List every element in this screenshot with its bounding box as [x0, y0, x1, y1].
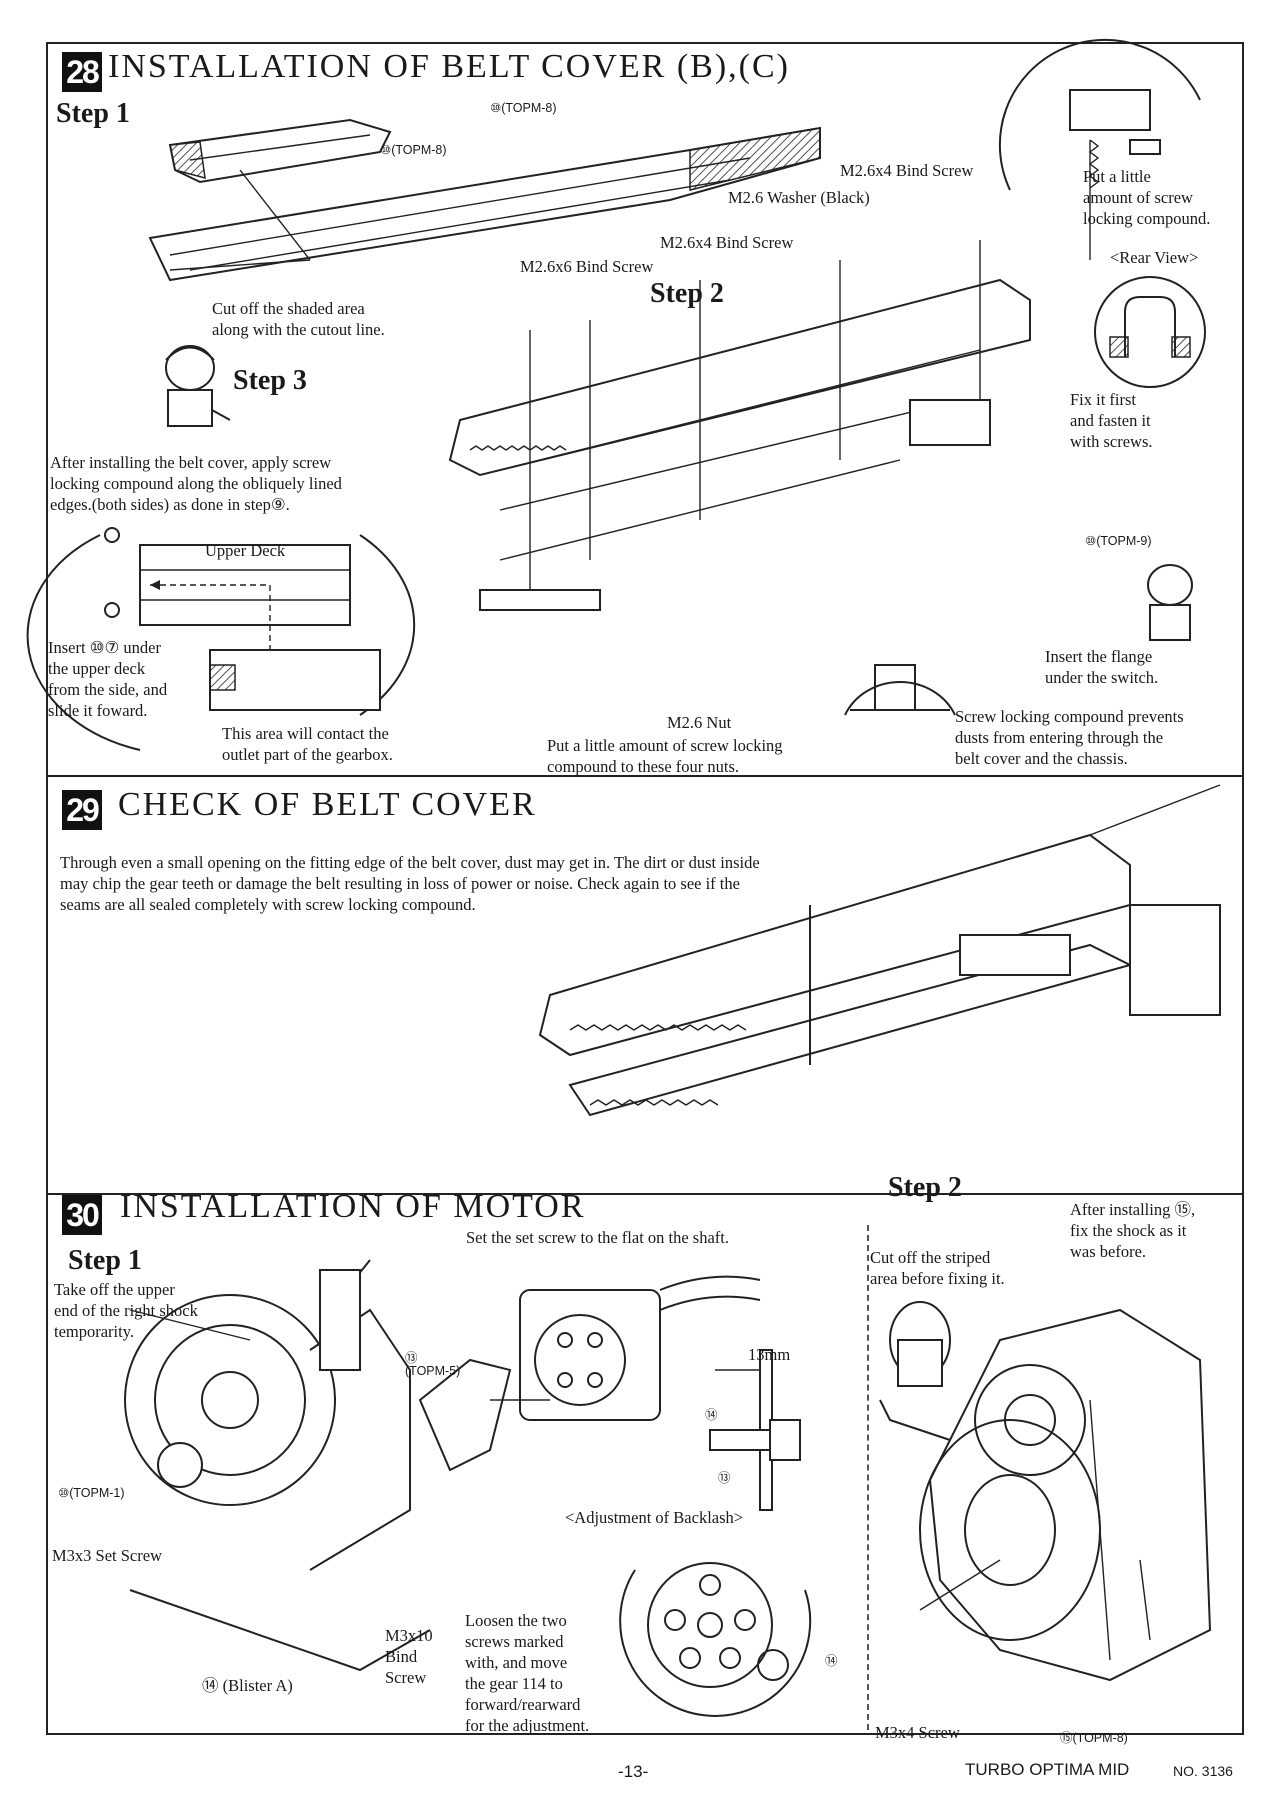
part-106-label: ⑩(TOPM-9) — [1085, 534, 1152, 548]
insert-note-line1: Insert ⑩⑦ under — [48, 638, 161, 657]
part-113-code: (TOPM-5) — [405, 1364, 461, 1378]
section-28-title: INSTALLATION OF BELT COVER (B),(C) — [108, 48, 790, 85]
model-name: TURBO OPTIMA MID — [965, 1760, 1130, 1779]
dust-note-line1: Screw locking compound prevents — [955, 707, 1184, 726]
after-text-3: was before. — [1070, 1242, 1147, 1261]
loosen-text-2: screws marked — [465, 1632, 564, 1651]
sec30-step1-text-1: Take off the upper — [54, 1280, 175, 1299]
page-number: -13- — [618, 1762, 649, 1781]
m26x4-bind-label: M2.6x4 Bind Screw — [840, 161, 974, 180]
part-113b-label: ⑬ — [718, 1471, 731, 1485]
loosen-text-4: the gear 114 to — [465, 1674, 563, 1693]
insert-note-line2: the upper deck — [48, 659, 146, 678]
sec30-step1-text-3: temporarity. — [54, 1322, 135, 1341]
rear-view-label: <Rear View> — [1110, 248, 1199, 267]
step3-text-line3: edges.(both sides) as done in step⑨. — [50, 495, 290, 514]
sec30-step2-heading: Step 2 — [888, 1172, 962, 1203]
motor-installation-drawing — [124, 1259, 801, 1672]
gear-cover-drawing — [879, 1301, 1212, 1682]
lock-note-line1: Put a little — [1083, 167, 1151, 186]
fix-note-line2: and fasten it — [1070, 411, 1151, 430]
after-text-2: fix the shock as it — [1070, 1221, 1187, 1240]
step3-text-line1: After installing the belt cover, apply s… — [50, 453, 332, 472]
fix-note-line3: with screws. — [1070, 432, 1153, 451]
cutoff-text-1: Cut off the striped — [870, 1248, 991, 1267]
upper-deck-detail — [26, 527, 416, 751]
loosen-text-5: forward/rearward — [465, 1695, 581, 1714]
section-divider-29-30 — [46, 1193, 1242, 1195]
part-107-label: ⑩(TOPM-8) — [380, 143, 447, 157]
part-113-label: ⑬ — [405, 1351, 418, 1365]
rear-view-detail — [1094, 276, 1206, 388]
blister-label: ⑭ (Blister A) — [202, 1676, 293, 1695]
upper-deck-label: Upper Deck — [205, 541, 286, 560]
sec28-step1-heading: Step 1 — [56, 98, 130, 129]
section-29-title: CHECK OF BELT COVER — [118, 786, 537, 823]
loosen-text-3: with, and move — [465, 1653, 568, 1672]
step3-text-line2: locking compound along the obliquely lin… — [50, 474, 342, 493]
insert-note-line4: slide it foward. — [48, 701, 148, 720]
sec28-step2-heading: Step 2 — [650, 278, 724, 309]
m26x6-bind-label: M2.6x6 Bind Screw — [520, 257, 654, 276]
insert-note-line3: from the side, and — [48, 680, 168, 699]
set-screw-note: Set the set screw to the flat on the sha… — [466, 1228, 730, 1247]
mascot-figure — [165, 345, 231, 427]
part-104-label: ⑩(TOPM-8) — [490, 101, 557, 115]
backlash-title: <Adjustment of Backlash> — [565, 1508, 744, 1527]
channel-detail — [844, 664, 956, 716]
cutoff-text-2: area before fixing it. — [870, 1269, 1005, 1288]
page-frame — [46, 42, 1244, 1735]
section-28-number: 28 — [62, 52, 102, 92]
fix-note-line1: Fix it first — [1070, 390, 1137, 409]
m3x4-screw-label: M3x4 Screw — [875, 1723, 960, 1742]
dust-note-line2: dusts from entering through the — [955, 728, 1164, 747]
backlash-detail — [619, 1562, 812, 1717]
m3x10-label-3: Screw — [385, 1668, 427, 1687]
m3x10-label-2: Bind — [385, 1647, 418, 1666]
sec30-step1-heading: Step 1 — [68, 1245, 142, 1276]
flange-note-line2: under the switch. — [1045, 668, 1159, 687]
section-divider-28-29 — [46, 775, 1242, 777]
nuts-note-line2: compound to these four nuts. — [547, 757, 740, 776]
part-114-label: ⑭ — [705, 1408, 718, 1422]
m26-nut-label: M2.6 Nut — [667, 713, 732, 732]
lock-note-line2: amount of screw — [1083, 188, 1193, 207]
screw-lock-detail-circle — [998, 38, 1201, 260]
sec30-step1-text-2: end of the right shock — [54, 1301, 198, 1320]
mascot-figure-2 — [1147, 564, 1193, 641]
m26-washer-label: M2.6 Washer (Black) — [728, 188, 870, 207]
part-115-label: ⑮(TOPM-8) — [1060, 1731, 1128, 1745]
cut-note-line1: Cut off the shaded area — [212, 299, 365, 318]
part-114b-label: ⑭ — [825, 1654, 838, 1668]
flange-note-line1: Insert the flange — [1045, 647, 1153, 666]
nuts-note-line1: Put a little amount of screw locking — [547, 736, 783, 755]
section-29-body: Through even a small opening on the fitt… — [60, 853, 760, 914]
contact-note-line2: outlet part of the gearbox. — [222, 745, 393, 764]
belt-cover-assembly-drawing — [448, 240, 1031, 611]
belt-cover-parts-drawing — [148, 118, 821, 282]
m3x3-set-screw-label: M3x3 Set Screw — [52, 1546, 162, 1565]
loosen-text-6: for the adjustment. — [465, 1716, 590, 1735]
step-divider-30 — [867, 1225, 869, 1730]
lock-note-line3: locking compound. — [1083, 209, 1211, 228]
section-30-number: 30 — [62, 1195, 102, 1235]
section-29-number: 29 — [62, 790, 102, 830]
dust-note-line3: belt cover and the chassis. — [955, 749, 1128, 768]
loosen-text-1: Loosen the two — [465, 1611, 567, 1630]
cut-note-line2: along with the cutout line. — [212, 320, 385, 339]
document-number: NO. 3136 — [1173, 1763, 1233, 1779]
section-30-title: INSTALLATION OF MOTOR — [120, 1188, 586, 1225]
m26x4-bind-label-2: M2.6x4 Bind Screw — [660, 233, 794, 252]
after-text-1: After installing ⑮, — [1070, 1200, 1196, 1219]
part-108-label: ⑩(TOPM-1) — [58, 1486, 125, 1500]
m3x10-label-1: M3x10 — [385, 1626, 433, 1645]
belt-cover-check-drawing — [538, 784, 1221, 1117]
dim-13mm: 13mm — [748, 1345, 791, 1364]
sec28-step3-heading: Step 3 — [233, 365, 307, 396]
contact-note-line1: This area will contact the — [222, 724, 389, 743]
